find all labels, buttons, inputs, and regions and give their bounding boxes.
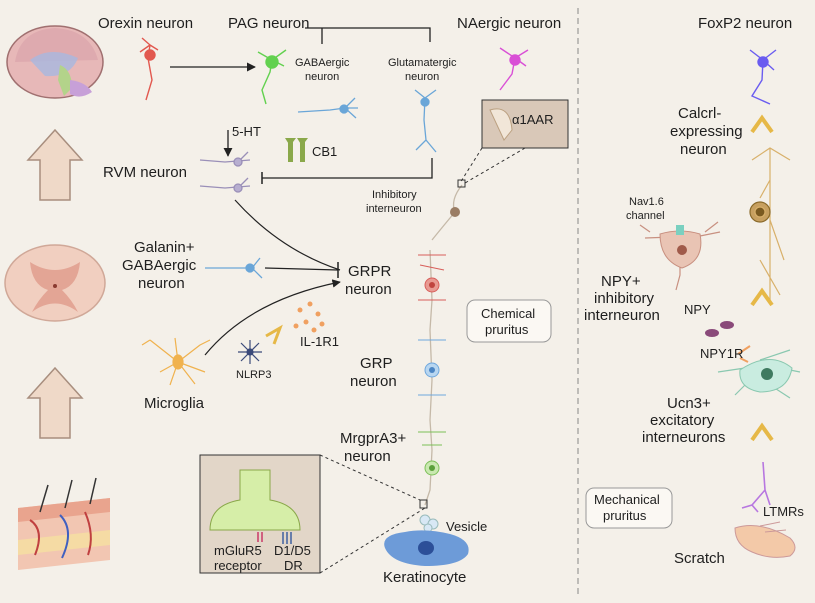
mechanical-pruritus-line1: Mechanical <box>594 492 660 507</box>
nlrp3-label: NLRP3 <box>236 369 271 381</box>
calcrl-neuron-icon <box>749 147 791 300</box>
calcrl-chevron-1 <box>750 114 774 134</box>
grp-label-line1: GRP <box>360 355 393 372</box>
ucn3-label-line1: Ucn3+ <box>667 395 711 412</box>
galanin-label-line2: GABAergic <box>122 257 197 274</box>
alpha1aar-box <box>481 99 569 149</box>
chemical-pruritus-line1: Chemical <box>481 306 535 321</box>
microglia-label: Microglia <box>144 395 205 412</box>
grpr-label-line1: GRPR <box>348 263 392 280</box>
gabaergic-label-line1: GABAergic <box>295 57 350 69</box>
calcrl-label-line3: neuron <box>680 141 727 158</box>
grp-label-line2: neuron <box>350 373 397 390</box>
spinal-cord-illustration <box>4 244 106 322</box>
orexin-neuron-icon <box>139 37 159 101</box>
upward-arrow-bottom <box>26 366 84 439</box>
npy-interneuron-icon <box>639 221 721 291</box>
ucn3-label-line2: excitatory <box>650 412 715 429</box>
glutamatergic-label-line2: neuron <box>405 71 439 83</box>
mrgpra3-label-line2: neuron <box>344 448 391 465</box>
microglia-icon <box>141 337 211 386</box>
ucn3-label-line3: interneurons <box>642 429 725 446</box>
il1r1-receptor-icon <box>265 324 283 345</box>
ucn3-interneuron-icon <box>717 349 801 399</box>
grp-neuron-soma <box>418 339 446 396</box>
keratinocyte-label: Keratinocyte <box>383 569 466 586</box>
il1-dots-icon <box>293 301 325 333</box>
upward-arrow-top <box>26 128 84 201</box>
glutamatergic-to-rvm-line <box>262 158 433 179</box>
naergic-neuron-label: NAergic neuron <box>457 15 561 32</box>
mechanical-pruritus-line2: pruritus <box>603 508 647 523</box>
chevron-3 <box>750 422 774 442</box>
foxp2-neuron-label: FoxP2 neuron <box>698 15 792 32</box>
cb1-label: CB1 <box>312 144 337 159</box>
rvm-neuron-icon <box>199 151 251 193</box>
5ht-label: 5-HT <box>232 124 261 139</box>
keratinocyte-icon <box>384 530 469 566</box>
glutamatergic-label-line1: Glutamatergic <box>388 57 457 69</box>
pag-neuron-label: PAG neuron <box>228 15 309 32</box>
pag-neuron-icon <box>257 49 287 105</box>
vesicle-label: Vesicle <box>446 519 487 534</box>
galanin-label-line1: Galanin+ <box>134 239 195 256</box>
grpr-label-line2: neuron <box>345 281 392 298</box>
cb1-receptor-icon <box>285 138 308 162</box>
npy1r-receptor-icon <box>737 345 751 363</box>
synapse-box <box>199 454 321 574</box>
il1r1-label: IL-1R1 <box>300 334 339 349</box>
ltmrs-label: LTMRs <box>763 504 804 519</box>
mglur5-label-line1: mGluR5 <box>214 543 262 558</box>
grpr-neuron-soma <box>418 254 446 301</box>
rvm-to-grpr-line <box>234 199 341 271</box>
npy1r-label: NPY1R <box>700 346 743 361</box>
naergic-neuron-icon <box>499 47 529 91</box>
npy-inh-label-line1: NPY+ <box>601 273 641 290</box>
npy-inh-label-line2: inhibitory <box>594 290 655 307</box>
nlrp3-icon <box>238 340 262 364</box>
scratch-hand-icon <box>734 521 796 558</box>
mrgpra3-label-line1: MrgprA3+ <box>340 430 407 447</box>
vesicle-icon <box>419 514 439 533</box>
skin-illustration <box>18 477 110 570</box>
alpha1aar-label: α1AAR <box>512 112 553 127</box>
d1d5-label-line1: D1/D5 <box>274 543 311 558</box>
inhibitory-label-line1: Inhibitory <box>372 189 417 201</box>
npy-molecules-icon <box>705 321 734 337</box>
orexin-neuron-label: Orexin neuron <box>98 15 193 32</box>
calcrl-label-line2: expressing <box>670 123 743 140</box>
nav16-label-line2: channel <box>626 210 665 222</box>
mechanical-pruritus-box <box>585 487 673 529</box>
mglur5-label-line2: receptor <box>214 558 262 573</box>
npy-inh-label-line3: interneuron <box>584 307 660 324</box>
glutamatergic-neuron-icon <box>414 89 437 153</box>
scratch-label: Scratch <box>674 550 725 567</box>
brain-illustration <box>6 25 104 99</box>
chemical-pruritus-box <box>466 299 552 343</box>
galanin-label-line3: neuron <box>138 275 185 292</box>
gabaergic-neuron-icon <box>297 97 358 119</box>
ltmr-icon <box>741 461 771 513</box>
npy-label: NPY <box>684 302 711 317</box>
microglia-to-grpr-arrow <box>204 279 341 356</box>
chevron-2 <box>750 287 774 307</box>
d1d5-label-line2: DR <box>284 558 303 573</box>
foxp2-neuron-icon <box>749 49 777 105</box>
gabaergic-label-line2: neuron <box>305 71 339 83</box>
galanin-neuron-icon <box>205 257 263 279</box>
inhibitory-interneuron-soma <box>450 207 460 217</box>
mrgpra3-neuron-soma <box>418 431 446 476</box>
inhibitory-label-line2: interneuron <box>366 203 422 215</box>
pag-branch-line <box>305 27 431 44</box>
nav16-label-line1: Nav1.6 <box>629 196 664 208</box>
galanin-to-grpr-line <box>264 267 339 271</box>
rvm-neuron-label: RVM neuron <box>103 164 187 181</box>
spinal-neuron-chain <box>424 184 463 506</box>
calcrl-label-line1: Calcrl- <box>678 105 721 122</box>
chemical-pruritus-line2: pruritus <box>485 322 529 337</box>
